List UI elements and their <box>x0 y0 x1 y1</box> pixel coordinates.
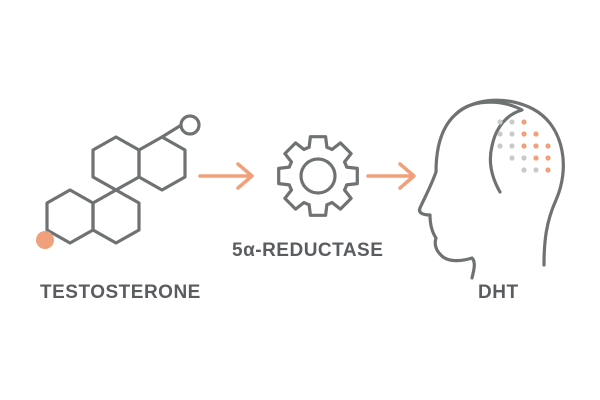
dot-gray <box>509 131 515 137</box>
dot-accent <box>545 167 551 173</box>
dot-accent <box>533 155 539 161</box>
arrow-right-icon <box>198 162 254 190</box>
dot-accent <box>521 143 527 149</box>
hair-follicle-dots <box>497 119 551 173</box>
dot-gray <box>509 143 515 149</box>
dot-gray <box>497 119 503 125</box>
ring-b <box>91 188 141 245</box>
dot-accent <box>521 131 527 137</box>
dot-accent <box>533 131 539 137</box>
ring-a <box>45 188 95 245</box>
gear-icon <box>277 135 359 217</box>
dot-accent <box>545 155 551 161</box>
steroid-molecule-icon <box>36 114 201 249</box>
side-chain-atom <box>179 114 201 136</box>
enzyme-label: 5α-REDUCTASE <box>232 240 384 261</box>
dht-label: DHT <box>478 282 519 303</box>
head-profile-icon <box>417 98 565 280</box>
dot-accent <box>545 143 551 149</box>
hairline <box>454 100 524 194</box>
dot-accent <box>521 119 527 125</box>
dot-gray <box>497 131 503 137</box>
dot-gray <box>533 167 539 173</box>
ring-c <box>91 135 141 192</box>
dot-gray <box>509 155 515 161</box>
dot-accent <box>533 143 539 149</box>
dot-gray <box>509 119 515 125</box>
head-outline <box>417 98 565 280</box>
dot-gray <box>521 167 527 173</box>
dot-gray <box>497 143 503 149</box>
testosterone-label: TESTOSTERONE <box>40 282 201 303</box>
highlight-atom <box>36 231 54 249</box>
arrow-right-icon <box>366 162 416 190</box>
ring-d <box>137 135 187 192</box>
dot-gray <box>521 155 527 161</box>
